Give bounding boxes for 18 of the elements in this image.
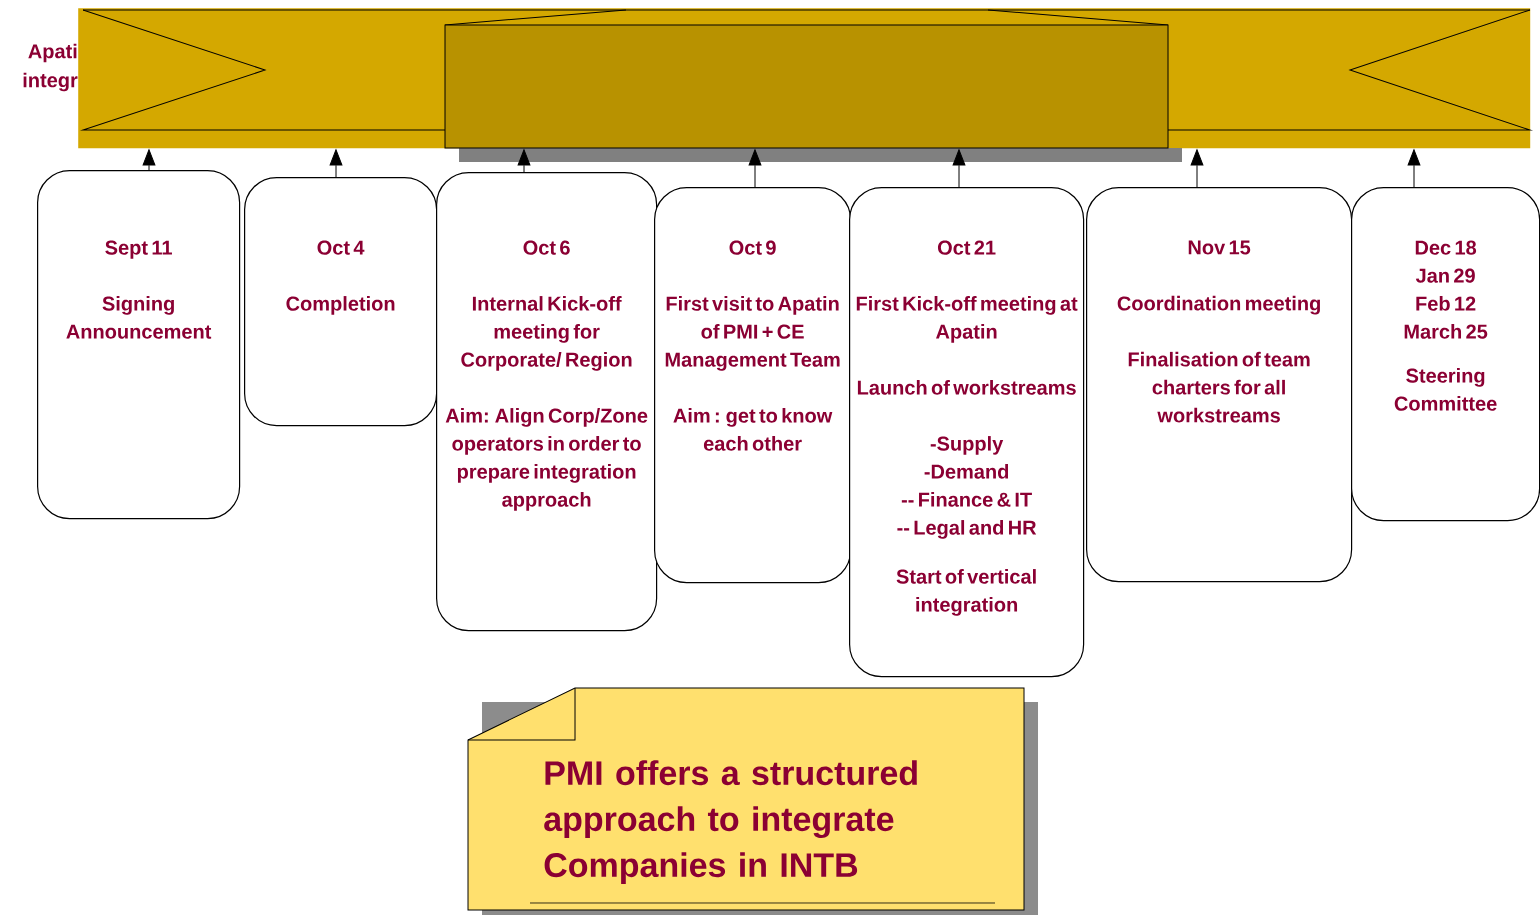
- event-box: Oct 6 Internal Kick-off meeting for Corporate/ Region Aim: Align Corp/Zone operators in order to prepare integration approach: [436, 172, 658, 632]
- arrow: [748, 149, 762, 188]
- event-box: Oct 9 First visit to Apatin of PMI + CE Management Team Aim : get to know each other: [654, 187, 852, 584]
- event-box: Sept 11 Signing Announcement: [37, 170, 241, 520]
- arrow: [329, 149, 343, 178]
- arrow: [1407, 149, 1421, 188]
- arrow: [1190, 149, 1204, 188]
- note-box: PMI offers a structured approach to integrate Companies in INTB: [467, 687, 1038, 915]
- event-box: Nov 15 Coordination meeting Finalisation of team charters for all workstreams: [1086, 187, 1353, 583]
- event-box: Dec 18 Jan 29 Feb 12 March 25 Steering Committee: [1351, 187, 1540, 522]
- banner-drawing: [78, 8, 1531, 162]
- side-text: integr: [23, 72, 78, 92]
- arrow: [142, 149, 156, 171]
- event-box: Oct 21 First Kick-off meeting at Apatin Launch of workstreams -Supply -Demand -- Finance & IT -- Legal and HR Start of vertical integration: [849, 187, 1085, 678]
- arrow: [517, 149, 531, 173]
- arrow: [952, 149, 966, 188]
- side-text: Apati: [28, 43, 77, 63]
- event-box: Oct 4 Completion: [244, 177, 438, 427]
